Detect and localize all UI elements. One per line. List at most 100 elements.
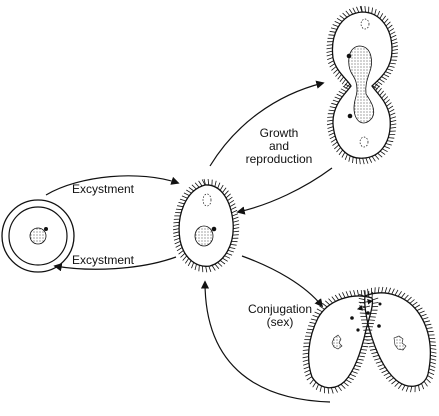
cilium xyxy=(406,386,408,392)
cilium xyxy=(303,360,309,362)
cilium xyxy=(176,209,182,210)
cilium xyxy=(230,204,235,207)
cilium xyxy=(359,298,365,299)
cilium xyxy=(174,235,180,237)
cilium xyxy=(303,350,309,351)
arrow-conjugation-return xyxy=(205,282,330,402)
cilium xyxy=(392,53,398,54)
cilium xyxy=(360,158,361,164)
cilium xyxy=(424,381,428,386)
cilium xyxy=(385,100,390,104)
cilium xyxy=(384,373,389,376)
cilium xyxy=(331,139,336,142)
cilium xyxy=(218,262,223,266)
cilium xyxy=(348,377,354,380)
cilium xyxy=(353,157,354,163)
cilium xyxy=(176,245,181,248)
cilium xyxy=(337,94,343,97)
cilium xyxy=(372,156,375,161)
cilium xyxy=(384,146,390,148)
cilium xyxy=(430,352,436,353)
cilium xyxy=(430,345,436,346)
cilium xyxy=(382,287,383,293)
cilium xyxy=(382,94,386,99)
cilium xyxy=(333,100,339,102)
cilium xyxy=(371,352,377,353)
cilium xyxy=(305,373,311,376)
cilium xyxy=(390,127,396,128)
cilium xyxy=(392,49,398,50)
cilium xyxy=(383,97,387,101)
cilium xyxy=(232,210,238,213)
cilium xyxy=(218,183,220,189)
cilium xyxy=(395,290,398,295)
cilium xyxy=(391,35,397,38)
cilium xyxy=(335,97,341,99)
cilium xyxy=(343,13,348,17)
cilium xyxy=(335,387,338,392)
cilium xyxy=(368,343,374,344)
cilium xyxy=(404,295,408,300)
cilium xyxy=(331,28,337,30)
cilium xyxy=(341,89,346,92)
cilium xyxy=(173,225,179,226)
cilium xyxy=(378,365,384,367)
cilium xyxy=(303,353,309,354)
cilium xyxy=(222,258,227,261)
cilium xyxy=(229,200,234,203)
cilium xyxy=(344,382,349,386)
cilium xyxy=(384,19,388,24)
cilium xyxy=(379,79,384,82)
cilium xyxy=(419,311,425,313)
cilium xyxy=(192,262,194,268)
cilium xyxy=(346,291,348,297)
cilium xyxy=(208,179,209,185)
cilium xyxy=(233,228,239,229)
cilium xyxy=(184,193,190,196)
cilium xyxy=(330,136,335,139)
cilium xyxy=(328,61,333,64)
cilium xyxy=(328,127,334,129)
cilium xyxy=(366,158,368,164)
cilium xyxy=(332,297,336,302)
cilium xyxy=(226,253,232,255)
cilium xyxy=(372,292,373,298)
cilium xyxy=(388,288,390,294)
cilium xyxy=(231,244,237,245)
cilium xyxy=(350,374,356,376)
cilium xyxy=(183,256,187,261)
cilium xyxy=(392,289,395,295)
cilium xyxy=(372,303,378,304)
cilium xyxy=(342,79,346,84)
cilium xyxy=(339,91,344,94)
cilium xyxy=(358,359,364,360)
cilium xyxy=(180,199,186,201)
cilium xyxy=(430,366,436,368)
cilium xyxy=(402,385,405,390)
cilium xyxy=(357,290,358,296)
cilium xyxy=(407,297,411,301)
cilium xyxy=(320,386,321,392)
cilium xyxy=(430,362,436,364)
cilium xyxy=(360,353,366,354)
cilium xyxy=(378,88,382,93)
cilium xyxy=(329,35,335,36)
cilium xyxy=(346,11,350,16)
dividing-cell xyxy=(327,6,399,164)
cilium xyxy=(422,383,424,389)
arrow-conjugation xyxy=(242,256,322,306)
cilium xyxy=(430,355,436,356)
cyst xyxy=(2,200,74,272)
cilium xyxy=(382,149,387,152)
cilium xyxy=(380,151,385,155)
cilium xyxy=(391,39,397,41)
cilium xyxy=(372,8,373,14)
cilium xyxy=(373,355,379,356)
cilium xyxy=(233,217,239,219)
cilium xyxy=(330,64,335,68)
cilium xyxy=(388,138,394,139)
cilium xyxy=(425,324,431,325)
cilium xyxy=(225,256,231,259)
